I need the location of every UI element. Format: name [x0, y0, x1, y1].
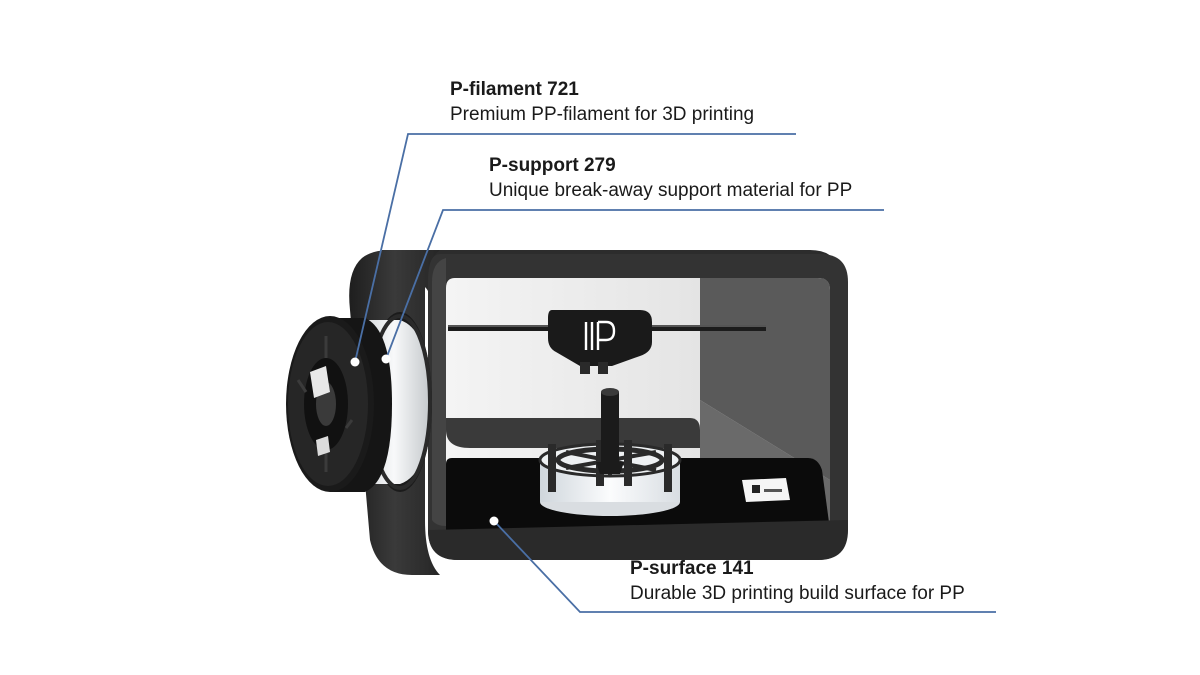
- pp-logo-icon: [584, 320, 616, 350]
- surface-sticker: [742, 478, 790, 502]
- support-title: P-support 279: [489, 155, 616, 176]
- filament-callout-line: [354, 133, 796, 363]
- support-description: Unique break-away support material for P…: [489, 180, 853, 201]
- filament-title: P-filament 721: [450, 79, 579, 100]
- filament-spool: [286, 316, 392, 492]
- callout-lines: [350, 133, 996, 613]
- filament-description: Premium PP-filament for 3D printing: [450, 104, 755, 125]
- surface-description: Durable 3D printing build surface for PP: [630, 583, 965, 604]
- support-callout-line: [385, 209, 884, 360]
- support-callout-dot: [381, 354, 391, 364]
- surface-callout-dot: [489, 516, 499, 526]
- filament-callout: P-filament 721 Premium PP-filament for 3…: [450, 78, 754, 128]
- print-head: [548, 310, 652, 374]
- printed-part: [538, 388, 682, 516]
- surface-callout: P-surface 141 Durable 3D printing build …: [630, 557, 965, 607]
- filament-callout-dot: [350, 357, 360, 367]
- surface-title: P-surface 141: [630, 558, 754, 579]
- surface-callout-line: [493, 520, 996, 613]
- support-callout: P-support 279 Unique break-away support …: [489, 154, 852, 204]
